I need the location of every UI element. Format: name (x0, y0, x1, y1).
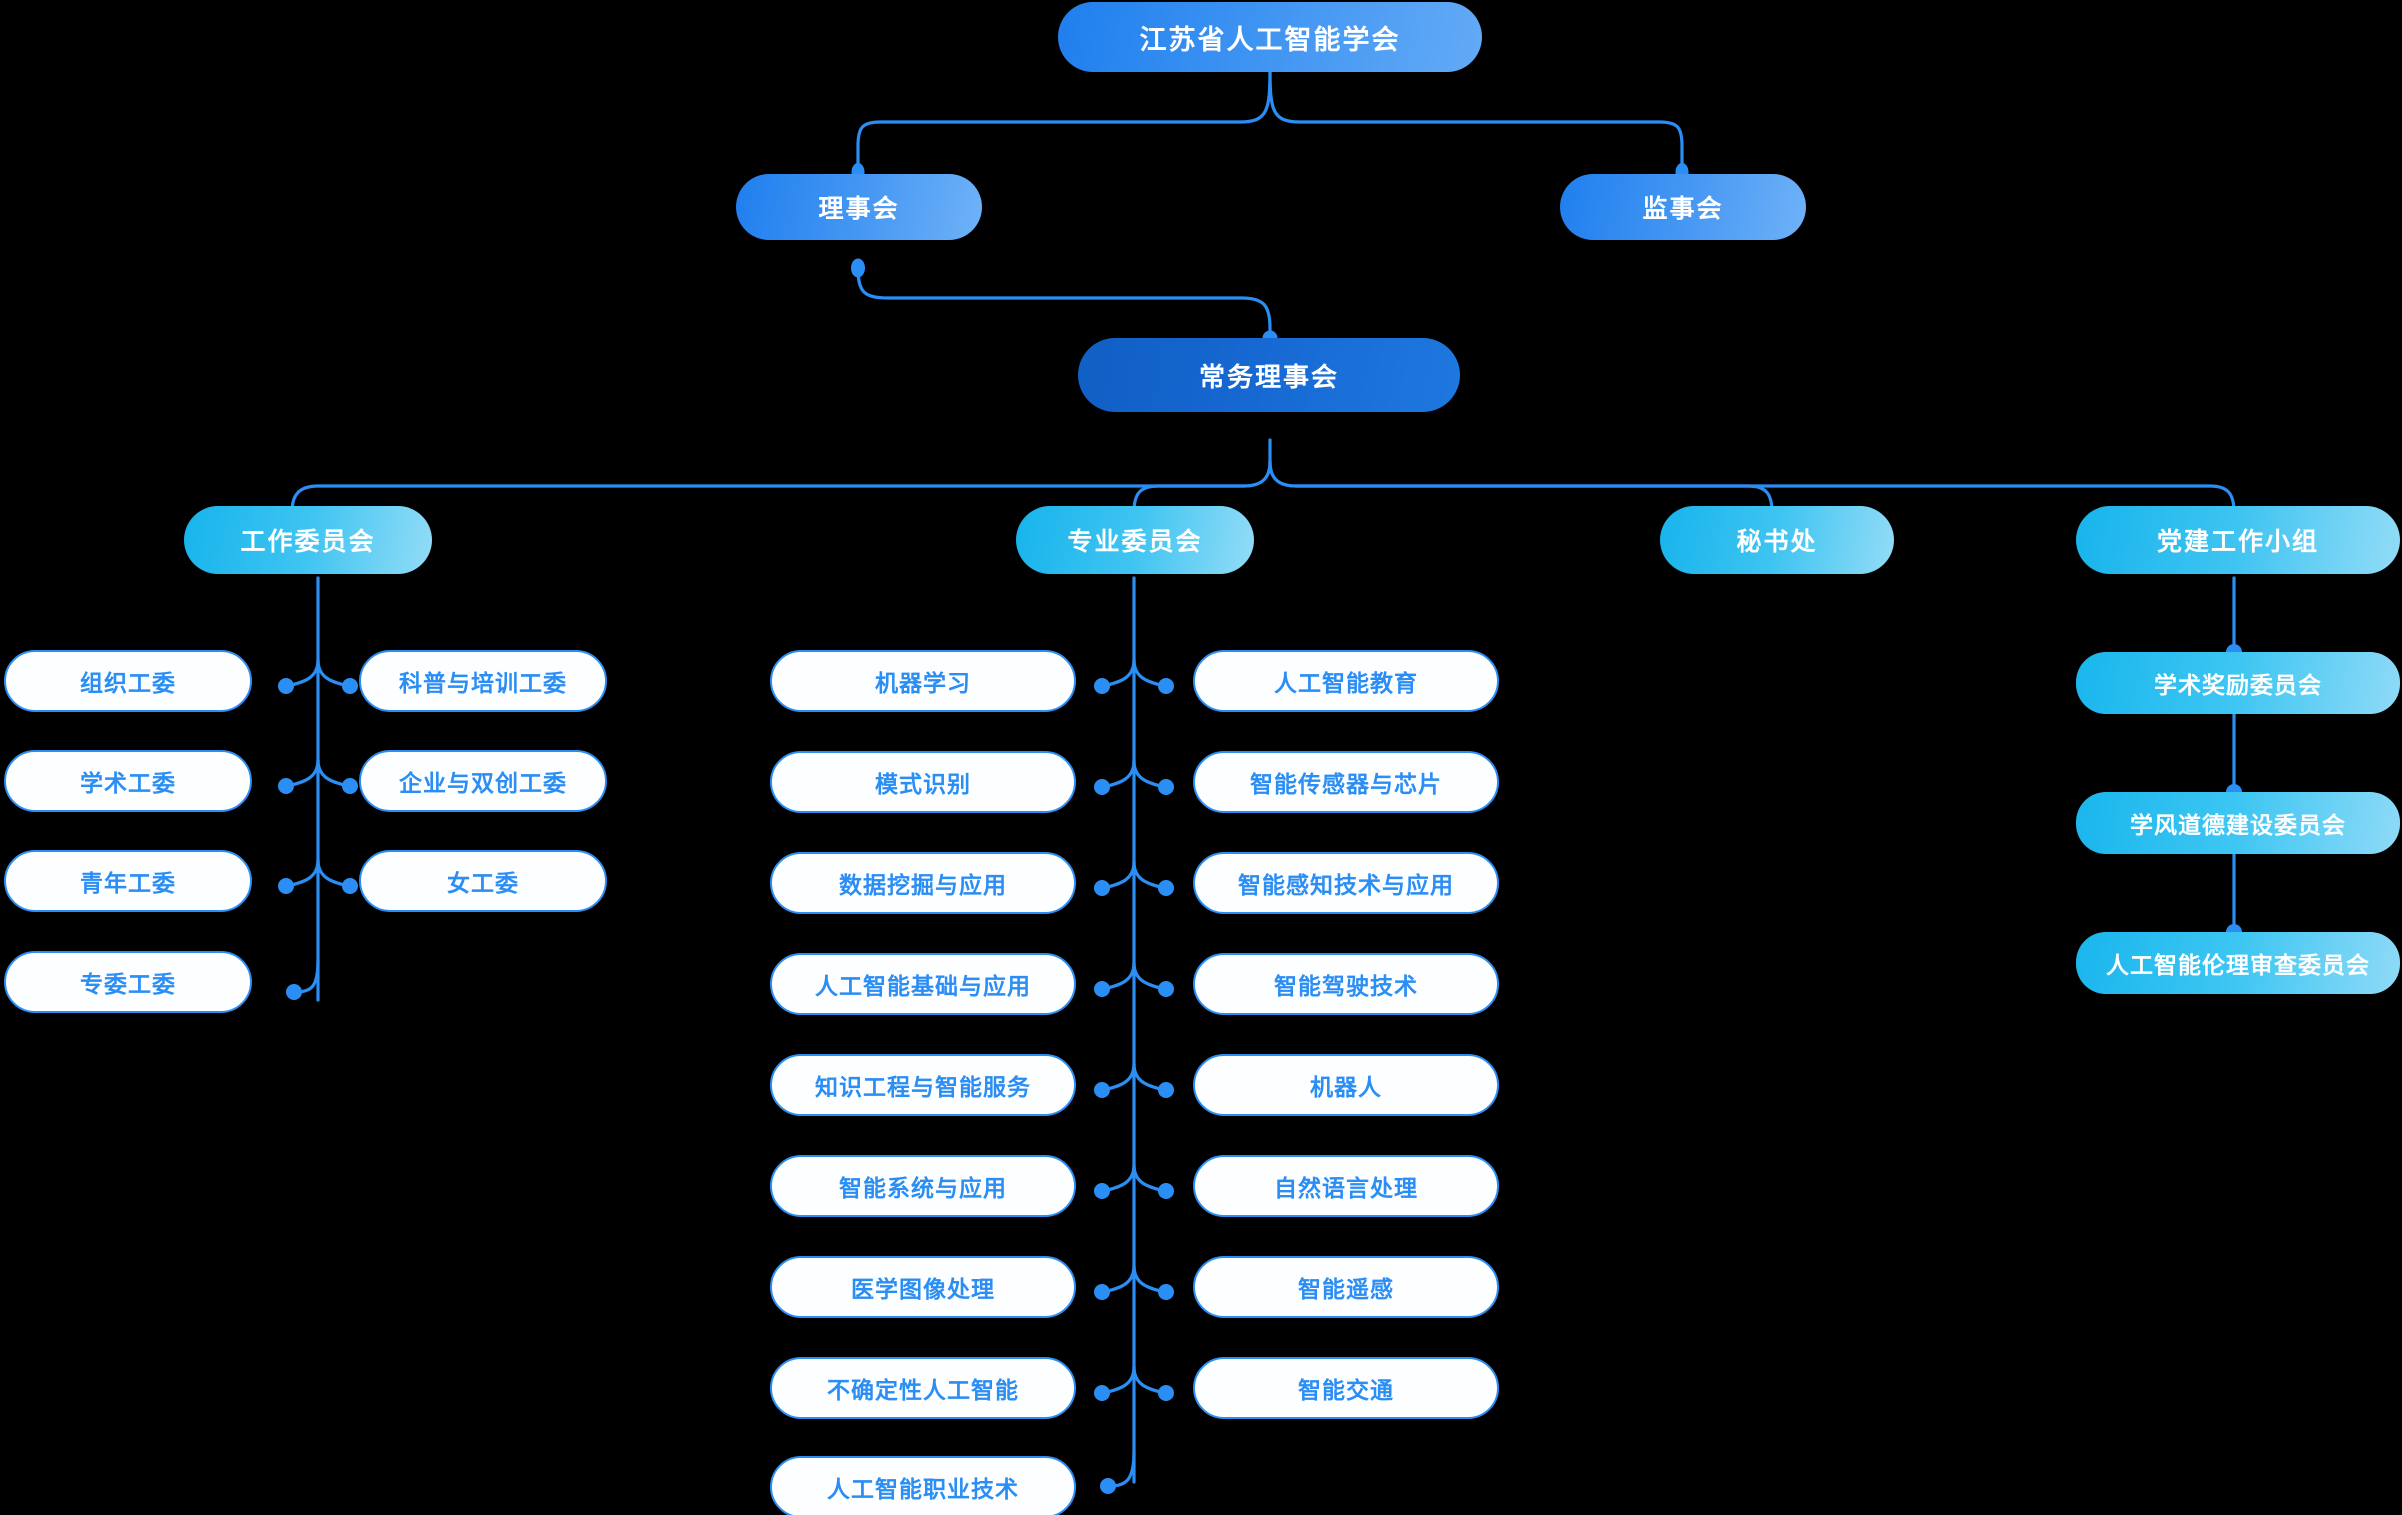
node-party-group-label: 党建工作小组 (2156, 528, 2319, 556)
node-party-group[interactable]: 党建工作小组 (2076, 506, 2400, 574)
node-professional-committee[interactable]: 专业委员会 (1016, 506, 1254, 574)
node-wc-left-3-label: 青年工委 (80, 870, 176, 896)
node-wc-right-3[interactable]: 女工委 (359, 850, 607, 912)
node-supervisors-label: 监事会 (1642, 195, 1724, 223)
node-wc-left-3[interactable]: 青年工委 (4, 850, 252, 912)
node-pc-left-9[interactable]: 人工智能职业技术 (770, 1456, 1076, 1515)
node-pc-right-3-label: 智能感知技术与应用 (1238, 872, 1454, 898)
node-pc-left-9-label: 人工智能职业技术 (827, 1476, 1019, 1502)
node-pc-left-8-label: 不确定性人工智能 (827, 1377, 1019, 1403)
node-pc-right-1-label: 人工智能教育 (1274, 670, 1418, 696)
node-pc-left-6[interactable]: 智能系统与应用 (770, 1155, 1076, 1217)
node-wc-right-1[interactable]: 科普与培训工委 (359, 650, 607, 712)
node-pc-left-5[interactable]: 知识工程与智能服务 (770, 1054, 1076, 1116)
node-pc-left-7[interactable]: 医学图像处理 (770, 1256, 1076, 1318)
node-wc-right-2-label: 企业与双创工委 (399, 770, 567, 796)
node-pc-left-4-label: 人工智能基础与应用 (815, 973, 1031, 999)
node-wc-right-3-label: 女工委 (447, 870, 519, 896)
node-supervisors[interactable]: 监事会 (1560, 174, 1806, 240)
node-wc-right-1-label: 科普与培训工委 (399, 670, 567, 696)
node-pc-right-6-label: 自然语言处理 (1274, 1175, 1418, 1201)
node-pc-left-8[interactable]: 不确定性人工智能 (770, 1357, 1076, 1419)
node-pc-left-3[interactable]: 数据挖掘与应用 (770, 852, 1076, 914)
node-pc-left-5-label: 知识工程与智能服务 (815, 1074, 1031, 1100)
node-council-label: 理事会 (818, 195, 900, 223)
node-party-1-label: 学术奖励委员会 (2154, 672, 2322, 698)
node-pc-right-4[interactable]: 智能驾驶技术 (1193, 953, 1499, 1015)
node-party-2-label: 学风道德建设委员会 (2130, 812, 2346, 838)
node-pc-right-8-label: 智能交通 (1298, 1377, 1394, 1403)
node-standing-council[interactable]: 常务理事会 (1078, 338, 1460, 412)
node-party-1[interactable]: 学术奖励委员会 (2076, 652, 2400, 714)
node-party-3[interactable]: 人工智能伦理审查委员会 (2076, 932, 2400, 994)
node-wc-left-4[interactable]: 专委工委 (4, 951, 252, 1013)
node-pc-right-2[interactable]: 智能传感器与芯片 (1193, 751, 1499, 813)
node-professional-committee-label: 专业委员会 (1067, 528, 1203, 556)
node-pc-left-4[interactable]: 人工智能基础与应用 (770, 953, 1076, 1015)
node-pc-right-5[interactable]: 机器人 (1193, 1054, 1499, 1116)
node-pc-left-3-label: 数据挖掘与应用 (839, 872, 1007, 898)
node-wc-left-4-label: 专委工委 (80, 971, 176, 997)
node-secretariat[interactable]: 秘书处 (1660, 506, 1894, 574)
node-pc-right-1[interactable]: 人工智能教育 (1193, 650, 1499, 712)
node-working-committee-label: 工作委员会 (240, 528, 376, 556)
node-working-committee[interactable]: 工作委员会 (184, 506, 432, 574)
node-pc-right-7-label: 智能遥感 (1298, 1276, 1394, 1302)
node-pc-right-8[interactable]: 智能交通 (1193, 1357, 1499, 1419)
node-wc-left-1-label: 组织工委 (80, 670, 176, 696)
node-root-label: 江苏省人工智能学会 (1139, 24, 1401, 55)
node-root[interactable]: 江苏省人工智能学会 (1058, 2, 1482, 72)
node-wc-left-2-label: 学术工委 (80, 770, 176, 796)
node-pc-right-6[interactable]: 自然语言处理 (1193, 1155, 1499, 1217)
node-pc-left-7-label: 医学图像处理 (851, 1276, 995, 1302)
node-pc-right-3[interactable]: 智能感知技术与应用 (1193, 852, 1499, 914)
node-wc-left-1[interactable]: 组织工委 (4, 650, 252, 712)
node-party-3-label: 人工智能伦理审查委员会 (2106, 952, 2370, 978)
node-pc-left-1-label: 机器学习 (875, 670, 971, 696)
node-pc-left-2-label: 模式识别 (875, 771, 971, 797)
node-pc-right-7[interactable]: 智能遥感 (1193, 1256, 1499, 1318)
node-pc-left-2[interactable]: 模式识别 (770, 751, 1076, 813)
node-pc-right-5-label: 机器人 (1310, 1074, 1382, 1100)
node-pc-left-1[interactable]: 机器学习 (770, 650, 1076, 712)
node-wc-right-2[interactable]: 企业与双创工委 (359, 750, 607, 812)
node-party-2[interactable]: 学风道德建设委员会 (2076, 792, 2400, 854)
node-council[interactable]: 理事会 (736, 174, 982, 240)
node-pc-right-4-label: 智能驾驶技术 (1274, 973, 1418, 999)
node-pc-left-6-label: 智能系统与应用 (839, 1175, 1007, 1201)
node-secretariat-label: 秘书处 (1736, 528, 1818, 556)
node-standing-council-label: 常务理事会 (1198, 361, 1339, 392)
node-pc-right-2-label: 智能传感器与芯片 (1250, 771, 1442, 797)
node-wc-left-2[interactable]: 学术工委 (4, 750, 252, 812)
